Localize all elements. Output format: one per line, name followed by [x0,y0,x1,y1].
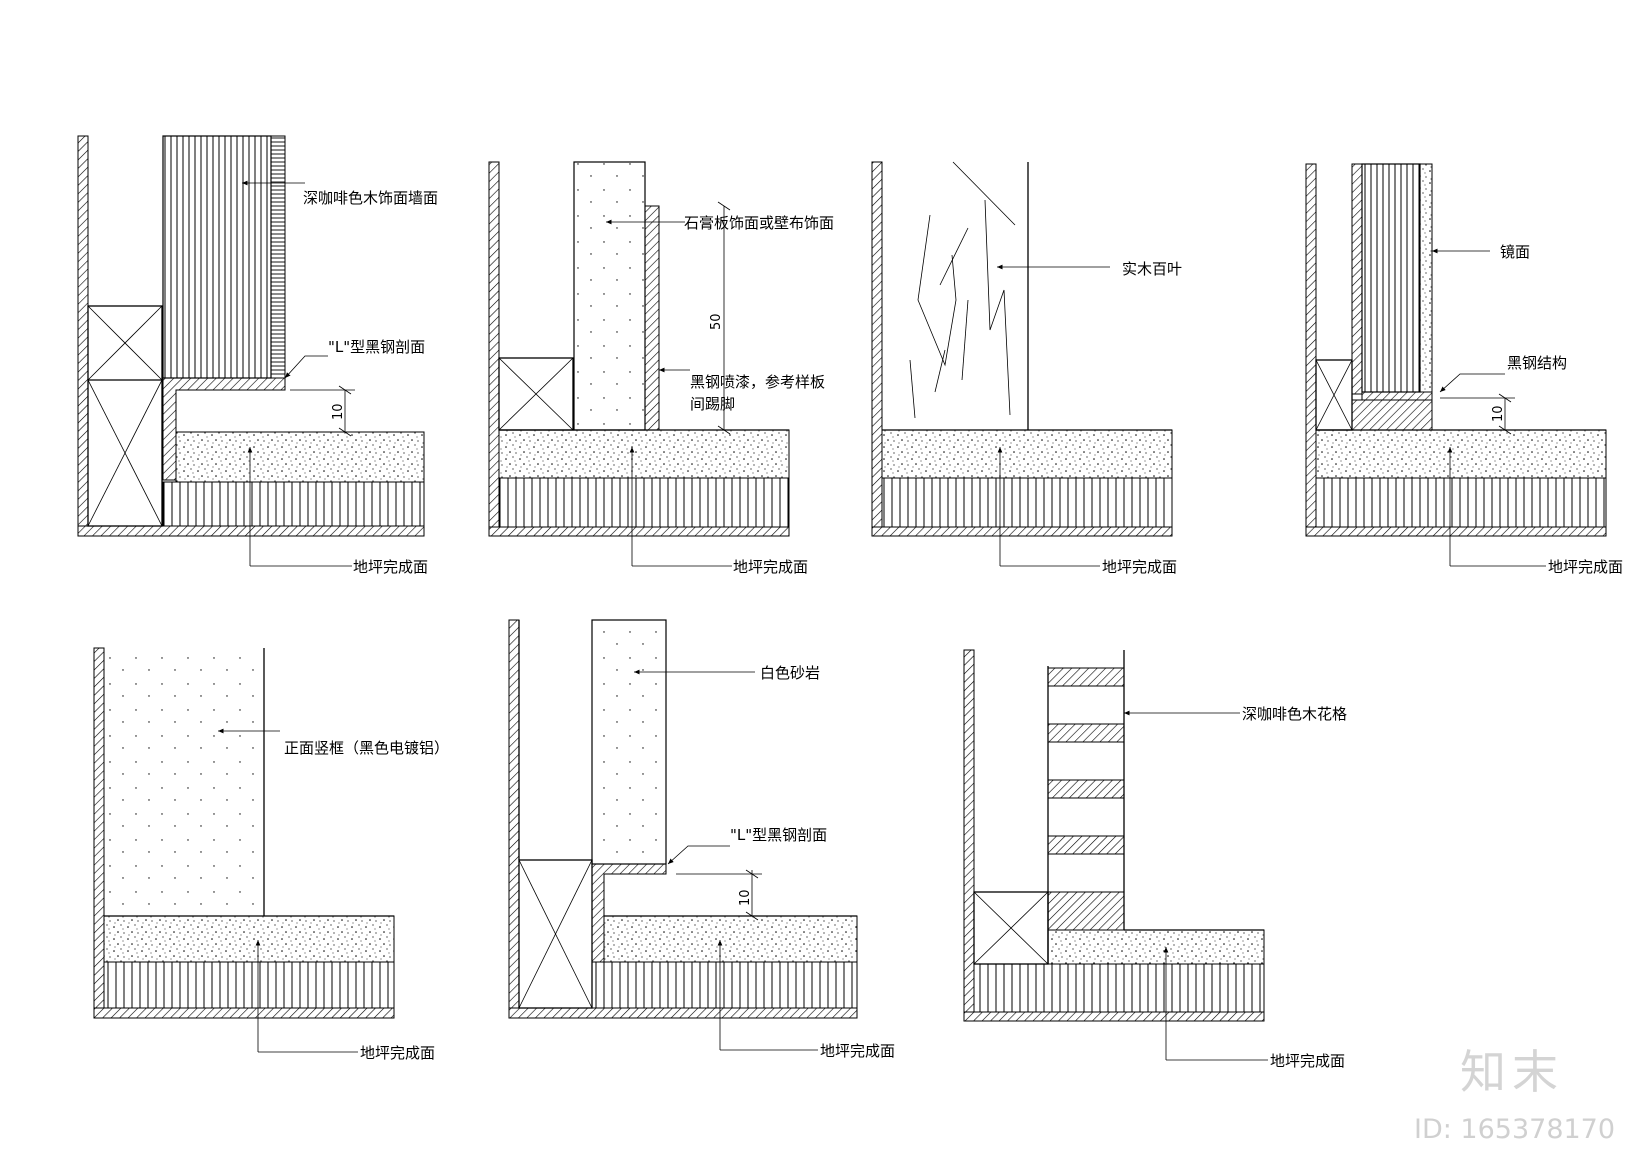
detail-3-louver-sketch [909,161,1016,419]
detail-2-skirting-label-2: 间踢脚 [690,395,735,413]
detail-6-profile-label: "L"型黑钢剖面 [730,826,827,844]
detail-2: 50 石膏板饰面或壁布饰面 黑钢喷漆，参考样板 间踢脚 地坪完成面 [488,161,834,576]
detail-2-floor-label: 地坪完成面 [733,558,808,576]
detail-2-wall-finish-label: 石膏板饰面或壁布饰面 [684,214,834,232]
detail-1-floor-label: 地坪完成面 [353,558,428,576]
detail-3-wall-finish-label: 实木百叶 [1122,260,1182,278]
detail-7-wall-finish-label: 深咖啡色木花格 [1242,705,1347,723]
detail-6-dimension: 10 [738,889,753,906]
detail-3: 实木百叶 地坪完成面 [871,161,1182,576]
detail-4: 10 镜面 黑钢结构 地坪完成面 [1305,163,1623,576]
detail-4-dimension: 10 [1491,405,1506,422]
watermark-brand: 知末 [1460,1045,1564,1099]
detail-4-wall-finish-label: 镜面 [1500,243,1530,261]
detail-4-floor-label: 地坪完成面 [1548,558,1623,576]
detail-5: 正面竖框（黑色电镀铝） 地坪完成面 [93,647,449,1062]
detail-5-wall-finish-label: 正面竖框（黑色电镀铝） [284,739,449,757]
detail-1-wall-finish-label: 深咖啡色木饰面墙面 [303,189,438,207]
detail-5-floor-label: 地坪完成面 [360,1044,435,1062]
detail-1-dimension: 10 [331,403,346,420]
detail-6: 10 白色砂岩 "L"型黑钢剖面 地坪完成面 [508,619,895,1060]
detail-2-dimension: 50 [709,313,724,330]
watermark-id: ID: 165378170 [1414,1114,1615,1145]
detail-2-skirting-label-1: 黑钢喷漆，参考样板 [690,373,825,391]
detail-1-profile-label: "L"型黑钢剖面 [328,338,425,356]
detail-6-wall-finish-label: 白色砂岩 [760,664,820,682]
detail-3-floor-label: 地坪完成面 [1102,558,1177,576]
detail-7: 深咖啡色木花格 地坪完成面 [963,649,1347,1070]
detail-4-profile-label: 黑钢结构 [1507,354,1567,372]
detail-6-floor-label: 地坪完成面 [820,1042,895,1060]
detail-7-floor-label: 地坪完成面 [1270,1052,1345,1070]
detail-1: 10 深咖啡色木饰面墙面 "L"型黑钢剖面 地坪完成面 [77,135,438,576]
